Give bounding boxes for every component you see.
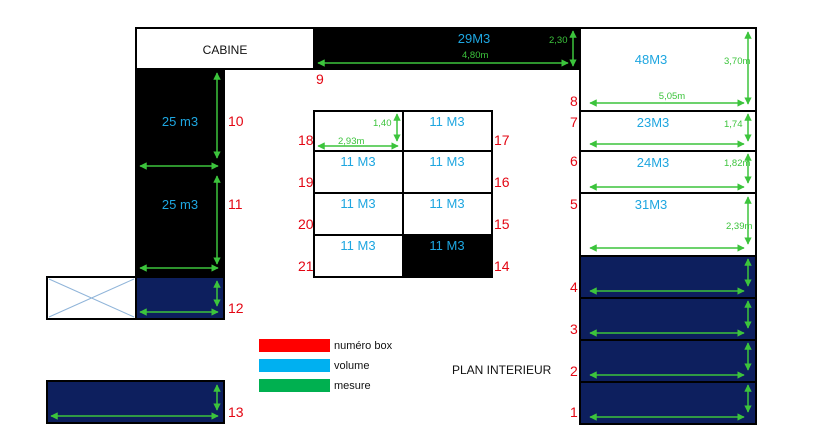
box-6-volume: 24M3	[637, 155, 670, 170]
box-7-volume: 23M3	[637, 115, 670, 130]
box-11	[135, 171, 225, 276]
box-8-volume: 48M3	[635, 52, 668, 67]
box-18-number: 18	[298, 132, 314, 148]
box-14-number: 14	[494, 258, 510, 274]
box-19-volume: 11 M3	[340, 154, 375, 169]
box-6-number: 6	[570, 153, 578, 169]
box-15-volume: 11 M3	[429, 196, 464, 211]
legend-label-box-number: numéro box	[334, 340, 393, 352]
legend-swatch-volume	[259, 359, 330, 372]
legend-swatch-box-number	[259, 339, 330, 352]
legend-label-volume: volume	[334, 360, 369, 372]
box-14-volume: 11 M3	[429, 238, 464, 253]
box-7-height: 1,74	[724, 119, 743, 130]
box-20-number: 20	[298, 216, 314, 232]
box-17	[402, 110, 493, 152]
box-1-number: 1	[570, 404, 578, 420]
box-5-height: 2,39m	[726, 221, 752, 232]
box-15	[402, 192, 493, 236]
box-12-number: 12	[228, 300, 244, 316]
box-13-number: 13	[228, 404, 244, 420]
box-9-number: 9	[316, 71, 324, 87]
box-19	[313, 150, 404, 194]
box-5-volume: 31M3	[635, 197, 668, 212]
box-8-number: 8	[570, 93, 578, 109]
blocked-area-cross-2	[48, 278, 135, 318]
box-16-number: 16	[494, 174, 510, 190]
box-18-height: 1,40	[373, 118, 392, 129]
box-11-number: 11	[228, 196, 243, 212]
box-8	[579, 27, 757, 112]
box-21-number: 21	[298, 258, 314, 274]
box-2-number: 2	[570, 363, 578, 379]
box-9-volume: 29M3	[458, 31, 491, 46]
box-15-number: 15	[494, 216, 510, 232]
box-20-volume: 11 M3	[340, 196, 375, 211]
box-17-volume: 11 M3	[429, 114, 464, 129]
box-8-height: 3,70m	[724, 56, 750, 67]
box-7-number: 7	[570, 114, 578, 130]
cabin-box	[135, 27, 315, 70]
box-6-height: 1,82m	[724, 158, 750, 169]
box-21	[313, 234, 404, 278]
box-9-width: 4,80m	[462, 50, 488, 61]
legend-label-measure: mesure	[334, 380, 371, 392]
box-14	[402, 234, 493, 278]
box-10-volume: 25 m3	[162, 114, 198, 129]
box-8-width: 5,05m	[659, 91, 685, 102]
box-10	[135, 68, 225, 173]
legend-swatch-measure	[259, 379, 330, 392]
box-5-number: 5	[570, 196, 578, 212]
box-16-volume: 11 M3	[429, 154, 464, 169]
box-11-volume: 25 m3	[162, 197, 198, 212]
box-18-width: 2,93m	[338, 136, 364, 147]
box-10-number: 10	[228, 113, 244, 129]
box-19-number: 19	[298, 174, 314, 190]
box-9-height: 2,30	[549, 35, 568, 46]
box-21-volume: 11 M3	[340, 238, 375, 253]
box-3-number: 3	[570, 321, 578, 337]
box-17-number: 17	[494, 132, 510, 148]
plan-title: PLAN INTERIEUR	[452, 363, 552, 377]
box-4-number: 4	[570, 279, 578, 295]
cabin-label: CABINE	[203, 43, 248, 57]
